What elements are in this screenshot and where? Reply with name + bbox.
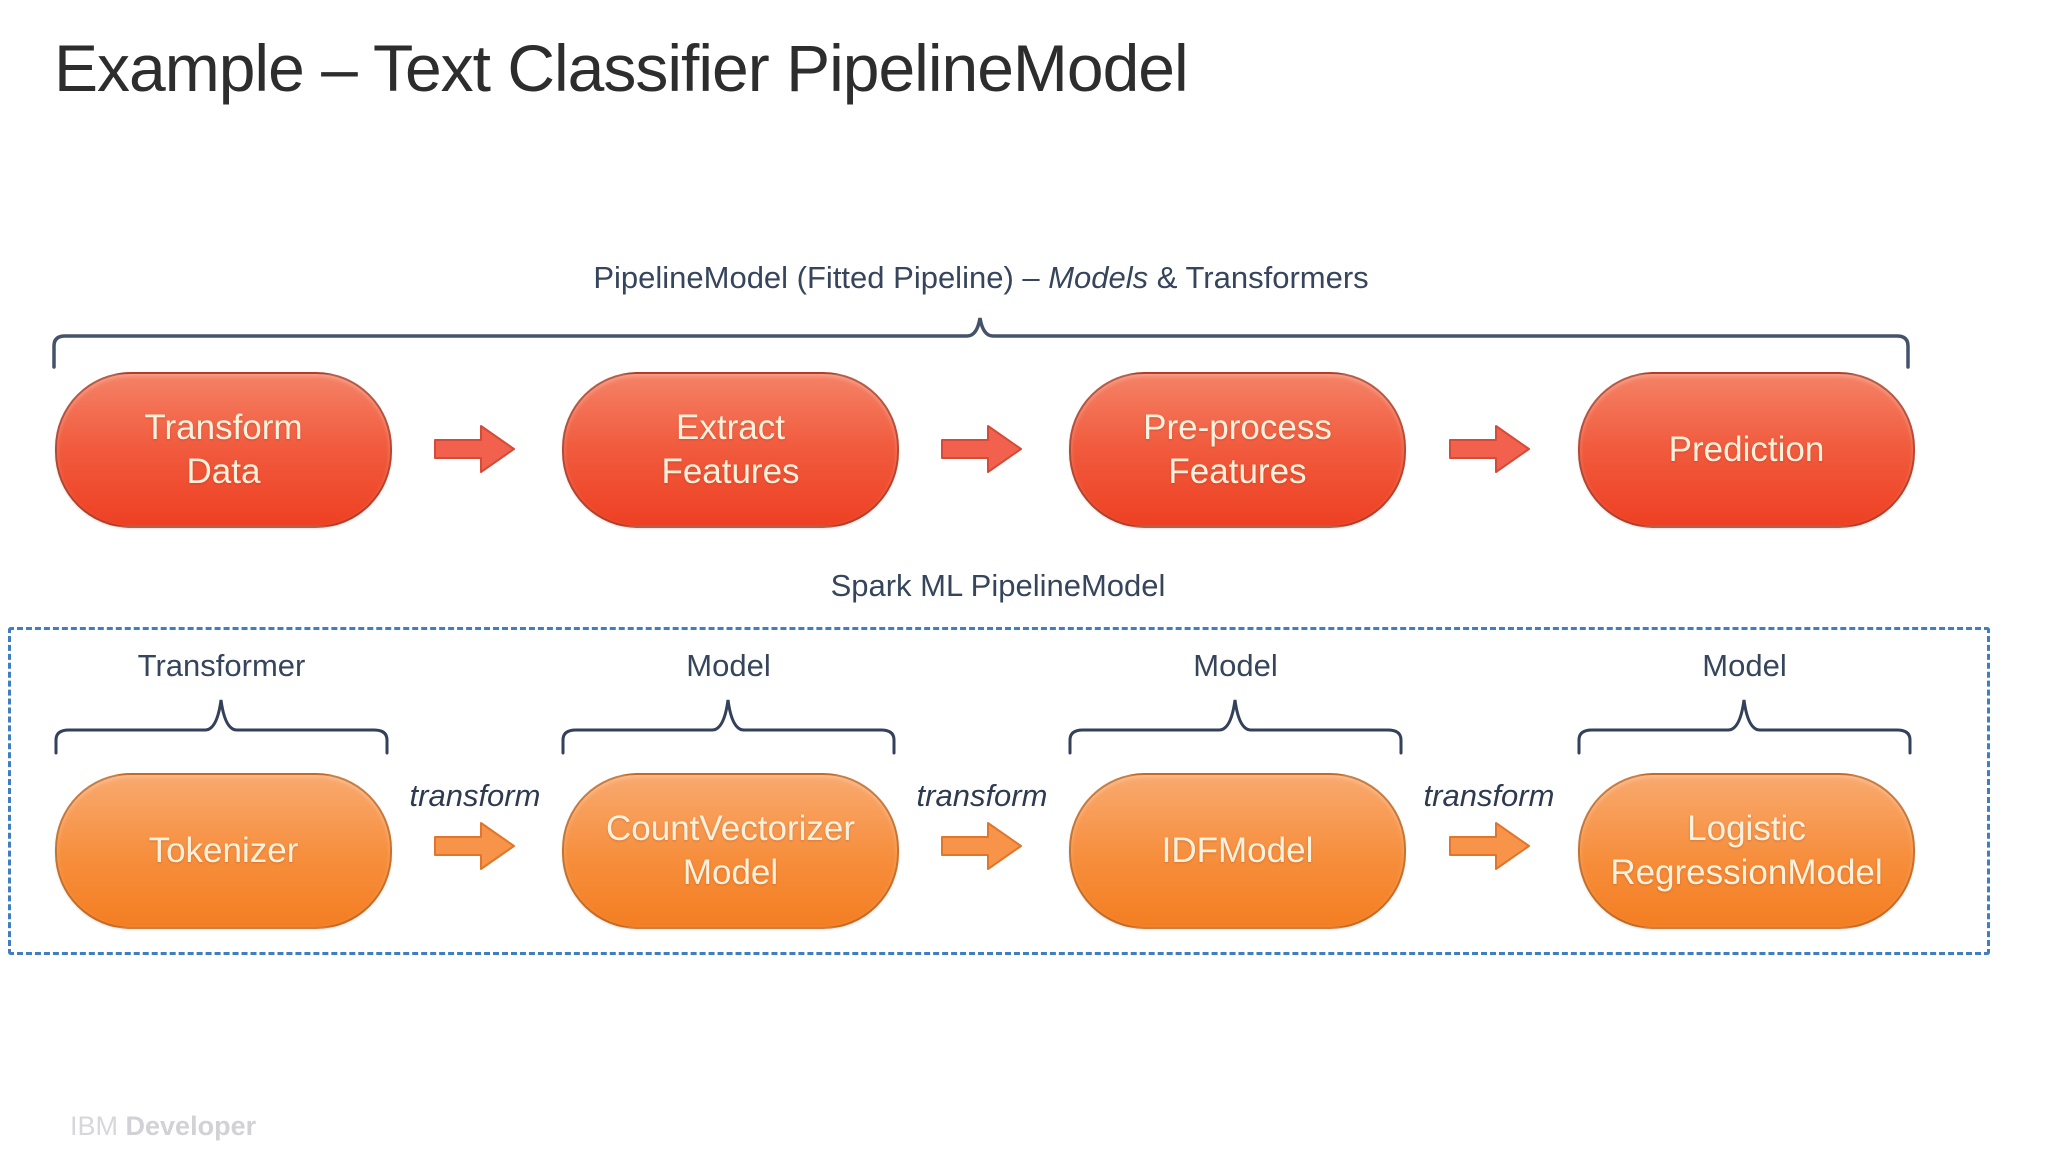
stage-pill-logistic-regression-model: Logistic RegressionModel	[1578, 773, 1915, 929]
stage-type-label-model: Model	[1702, 648, 1787, 683]
stage-type-label-transformer: Transformer	[137, 648, 306, 683]
brace-icon	[561, 699, 896, 755]
brace-icon	[52, 317, 1910, 369]
fitted-pipeline-label-prefix: PipelineModel (Fitted Pipeline) –	[593, 260, 1049, 295]
fitted-pipeline-label: PipelineModel (Fitted Pipeline) – Models…	[0, 260, 1962, 296]
stage-pill-idfmodel: IDFModel	[1069, 773, 1406, 929]
flow-arrow-icon	[941, 822, 1022, 870]
flow-arrow-icon	[434, 425, 515, 473]
stage-pill-transform-data: Transform Data	[55, 372, 392, 528]
fitted-pipeline-label-suffix: & Transformers	[1148, 260, 1369, 295]
stage-pill-countvectorizer-model: CountVectorizer Model	[562, 773, 899, 929]
transform-edge-label: transform	[409, 778, 541, 813]
brace-icon	[54, 699, 389, 755]
flow-arrow-icon	[1449, 425, 1530, 473]
spark-pipeline-box	[8, 627, 1990, 955]
fitted-pipeline-label-italic: Models	[1048, 260, 1149, 295]
ibm-logo-text: IBM	[70, 1111, 126, 1141]
stage-type-label-model: Model	[686, 648, 771, 683]
developer-logo-text: Developer	[125, 1111, 257, 1141]
flow-arrow-icon	[941, 425, 1022, 473]
stage-type-label-model: Model	[1193, 648, 1278, 683]
brace-icon	[1068, 699, 1403, 755]
stage-pill-extract-features: Extract Features	[562, 372, 899, 528]
flow-arrow-icon	[1449, 822, 1530, 870]
flow-arrow-icon	[434, 822, 515, 870]
stage-pill-tokenizer: Tokenizer	[55, 773, 392, 929]
transform-edge-label: transform	[916, 778, 1048, 813]
ibm-developer-logo: IBM Developer	[40, 1080, 256, 1152]
brace-icon	[1577, 699, 1912, 755]
stage-pill-prediction: Prediction	[1578, 372, 1915, 528]
transform-edge-label: transform	[1423, 778, 1555, 813]
stage-pill-preprocess-features: Pre-process Features	[1069, 372, 1406, 528]
spark-pipeline-label: Spark ML PipelineModel	[830, 568, 1166, 603]
page-title: Example – Text Classifier PipelineModel	[54, 31, 1189, 105]
